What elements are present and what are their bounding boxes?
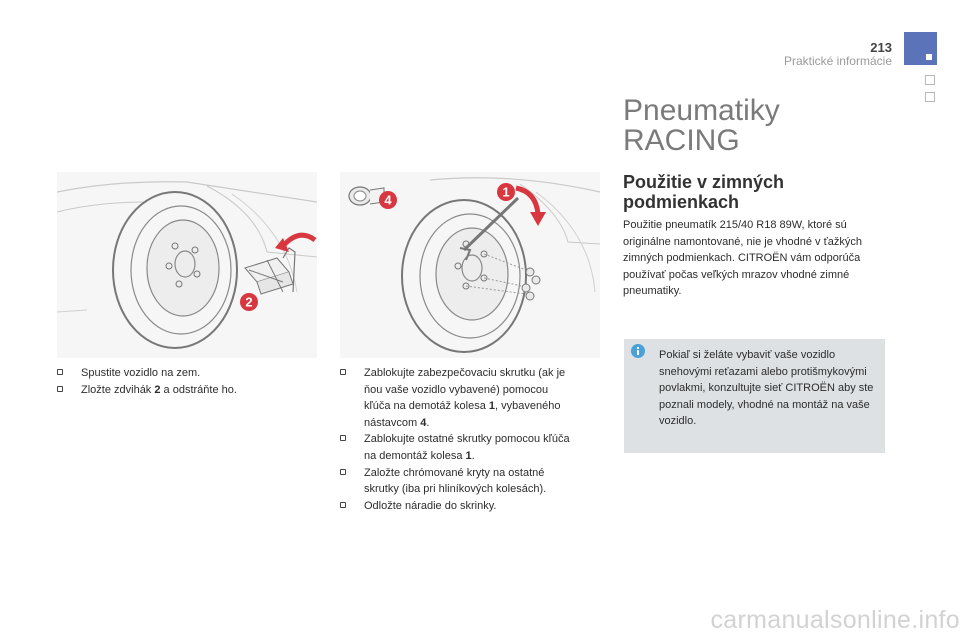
list-item: Zablokujte zabezpečovaciu skrutku (ak je… — [340, 365, 576, 431]
steps-list-left: Spustite vozidlo na zem. Zložte zdvihák … — [57, 365, 297, 398]
callout-label: 2 — [245, 295, 252, 310]
bullet-icon — [340, 369, 346, 375]
info-text: Pokiaľ si želáte vybaviť vaše vozidlo sn… — [659, 349, 874, 427]
section-title: Praktické informácie — [783, 54, 892, 68]
chapter-tab-active — [904, 32, 937, 65]
bullet-icon — [340, 435, 346, 442]
list-item: Zablokujte ostatné skrutky pomocou kľúča… — [340, 431, 576, 464]
page-number: 213 — [870, 40, 892, 55]
list-item: Zložte zdvihák 2 a odstráňte ho. — [57, 382, 297, 399]
bullet-icon — [57, 369, 63, 375]
watermark: carmanualsonline.info — [710, 606, 960, 634]
callout-label: 4 — [384, 193, 392, 208]
list-item: Spustite vozidlo na zem. — [57, 365, 297, 382]
illustration-jack-removal: 2 — [57, 172, 317, 358]
section-subtitle: Použitie v zimných podmienkach — [623, 172, 785, 212]
bullet-icon — [57, 385, 63, 392]
page-title: Pneumatiky RACING — [623, 96, 780, 156]
info-box — [624, 339, 885, 453]
bullet-icon — [340, 468, 346, 475]
bullet-icon — [340, 501, 346, 508]
chapter-tab-marker — [925, 75, 935, 85]
illustration-wheel-bolts: 1 4 — [340, 172, 600, 358]
page-title-line: Pneumatiky — [623, 94, 780, 127]
steps-list-right: Zablokujte zabezpečovaciu skrutku (ak je… — [340, 365, 576, 514]
page-title-line: RACING — [623, 124, 740, 157]
intro-paragraph: Použitie pneumatík 215/40 R18 89W, ktoré… — [623, 219, 862, 297]
callout-label: 1 — [502, 185, 509, 200]
chapter-tab-marker — [925, 92, 935, 102]
list-item: Založte chrómované kryty na ostatné skru… — [340, 465, 576, 498]
list-item: Odložte náradie do skrinky. — [340, 498, 576, 515]
info-icon — [631, 344, 645, 358]
